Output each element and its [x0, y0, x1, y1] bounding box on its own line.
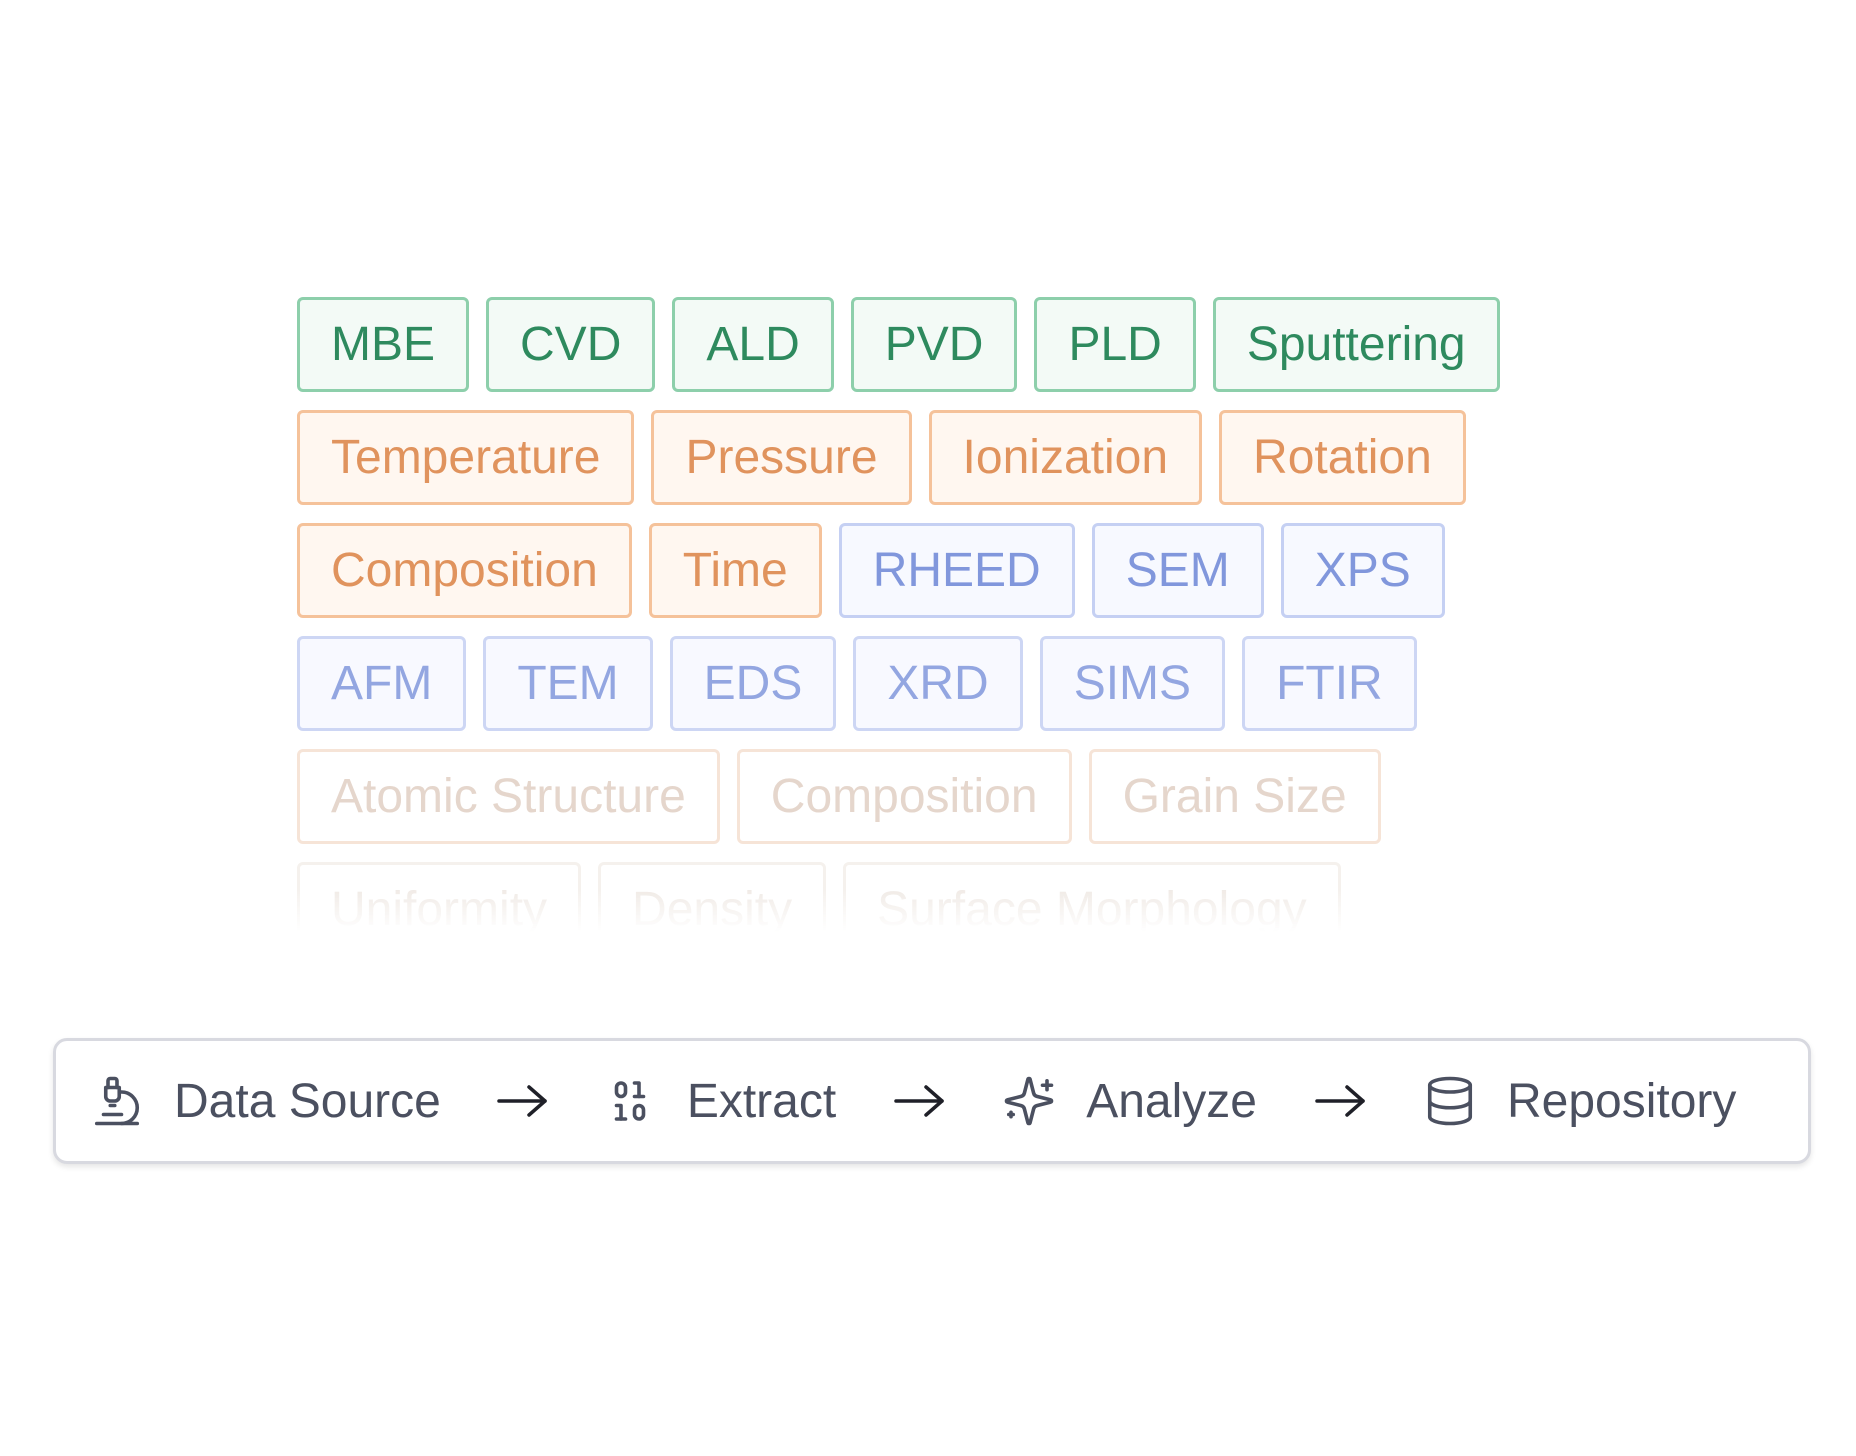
- tag-cvd: CVD: [486, 297, 656, 392]
- step-label-analyze: Analyze: [1086, 1074, 1257, 1128]
- tag-density: Density: [598, 862, 827, 932]
- arrow-right-icon: [892, 1081, 948, 1121]
- tag-grain-size: Grain Size: [1088, 749, 1381, 844]
- tag-xps: XPS: [1280, 523, 1445, 618]
- tag-ftir: FTIR: [1242, 636, 1417, 731]
- tag-tem: TEM: [483, 636, 653, 731]
- tag-ald: ALD: [672, 297, 834, 392]
- sparkles-icon: [1002, 1074, 1056, 1128]
- tag-xrd: XRD: [853, 636, 1023, 731]
- tag-time: Time: [648, 523, 822, 618]
- tag-pld: PLD: [1034, 297, 1196, 392]
- tag-pressure: Pressure: [651, 410, 912, 505]
- tag-atomic-structure: Atomic Structure: [297, 749, 720, 844]
- arrow-right-icon: [1313, 1081, 1369, 1121]
- step-extract: Extract: [603, 1074, 836, 1129]
- step-repository: Repository: [1423, 1074, 1736, 1129]
- arrow-right-icon: [495, 1081, 551, 1121]
- tag-rotation: Rotation: [1219, 410, 1466, 505]
- step-label-repository: Repository: [1506, 1074, 1737, 1128]
- tag-surface-morphology: Surface Morphology: [843, 862, 1341, 932]
- tag-row-parameters-and-characterization: Composition Time RHEED SEM XPS: [297, 523, 1597, 618]
- tag-composition-property: Composition: [736, 749, 1072, 844]
- tag-composition-parameter: Composition: [297, 523, 632, 618]
- tag-row-deposition-methods: MBE CVD ALD PVD PLD Sputtering: [297, 297, 1597, 392]
- step-analyze: Analyze: [1002, 1074, 1257, 1129]
- pipeline-bar: Data Source Extract: [53, 1038, 1811, 1164]
- tag-eds: EDS: [669, 636, 837, 731]
- tag-sputtering: Sputtering: [1212, 297, 1500, 392]
- tag-ionization: Ionization: [928, 410, 1203, 505]
- tag-rheed: RHEED: [838, 523, 1075, 618]
- tag-row-properties-faded: Uniformity Density Surface Morphology: [297, 862, 1597, 932]
- tag-temperature: Temperature: [297, 410, 635, 505]
- microscope-icon: [90, 1074, 144, 1128]
- database-icon: [1423, 1074, 1477, 1128]
- tag-mbe: MBE: [297, 297, 470, 392]
- tag-sem: SEM: [1091, 523, 1264, 618]
- tag-row-characterization-methods: AFM TEM EDS XRD SIMS FTIR: [297, 636, 1597, 731]
- tag-cloud: MBE CVD ALD PVD PLD Sputtering Temperatu…: [297, 297, 1597, 950]
- tag-sims: SIMS: [1039, 636, 1226, 731]
- tag-row-process-parameters: Temperature Pressure Ionization Rotation: [297, 410, 1597, 505]
- tag-afm: AFM: [297, 636, 467, 731]
- tag-uniformity: Uniformity: [297, 862, 582, 932]
- step-data-source: Data Source: [90, 1074, 441, 1129]
- tag-pvd: PVD: [850, 297, 1018, 392]
- binary-icon: [603, 1074, 657, 1128]
- step-label-data-source: Data Source: [174, 1074, 441, 1128]
- tag-row-properties: Atomic Structure Composition Grain Size: [297, 749, 1597, 844]
- step-label-extract: Extract: [686, 1074, 837, 1128]
